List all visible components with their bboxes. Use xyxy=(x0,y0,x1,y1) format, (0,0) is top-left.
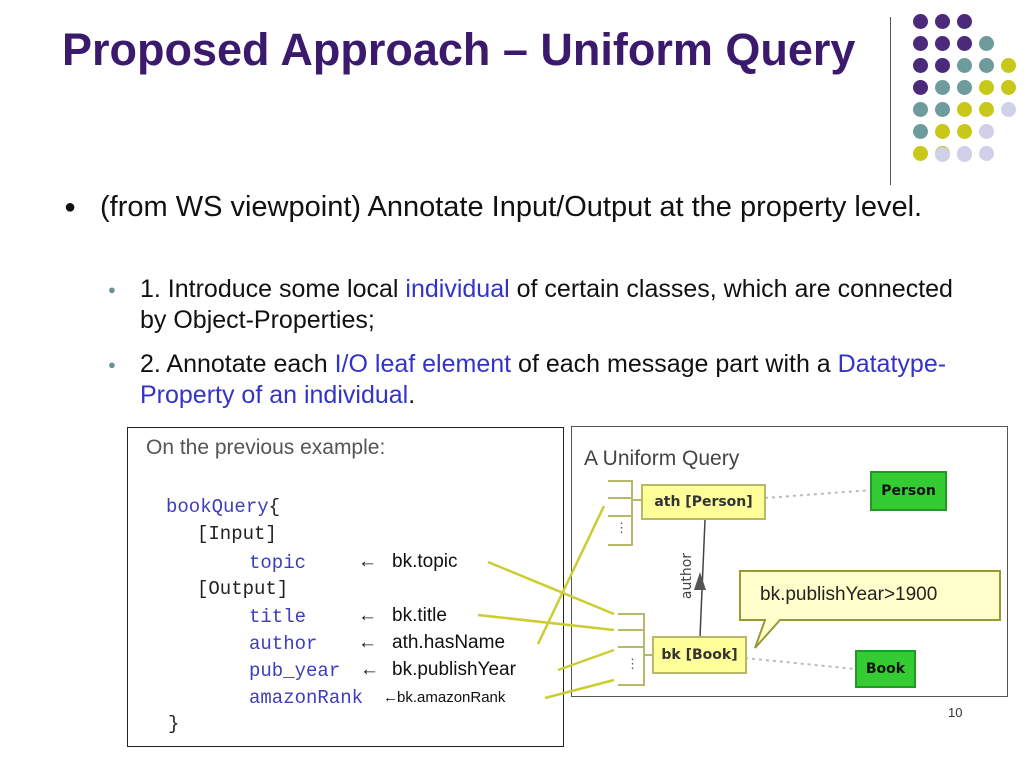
title-divider xyxy=(890,17,891,185)
dot xyxy=(979,58,994,73)
close-brace: } xyxy=(168,713,180,735)
mapping-connectors xyxy=(477,505,615,700)
author-edge xyxy=(699,519,706,638)
dot xyxy=(957,102,972,117)
field-arrow-icon: ← xyxy=(358,632,377,653)
dot xyxy=(979,80,994,95)
ath-property-brackets xyxy=(608,480,644,546)
dot xyxy=(1001,102,1016,117)
bk-more-icon: ⋮ xyxy=(626,656,639,671)
dot xyxy=(1001,58,1016,73)
sub1-text-end: of certain classes, which are connected … xyxy=(140,275,953,334)
field-arrow-icon: ← xyxy=(383,689,398,706)
bullet-dot-icon: ● xyxy=(108,282,116,297)
connector-amazonrank xyxy=(544,678,615,700)
bullet-dot-icon: ● xyxy=(64,196,77,218)
query-name: bookQuery{ xyxy=(166,496,280,518)
input-label: [Input] xyxy=(197,523,277,545)
field-mapping: bk.topic xyxy=(392,551,458,572)
dot xyxy=(913,36,928,51)
open-brace: { xyxy=(268,496,281,518)
field-name: topic xyxy=(249,552,307,574)
callout-text: bk.publishYear>1900 xyxy=(760,584,938,605)
uniform-query-heading: A Uniform Query xyxy=(584,447,740,470)
dot xyxy=(913,14,928,29)
dot xyxy=(957,36,972,51)
edge-label-author: author xyxy=(679,552,696,600)
sub2-highlight-datatype: Datatype-Property of an individual xyxy=(140,350,947,409)
type-link-person xyxy=(764,489,873,499)
dot xyxy=(979,102,994,117)
field-mapping: bk.amazonRank xyxy=(397,689,506,706)
dot xyxy=(935,58,950,73)
dot xyxy=(957,124,972,139)
connector-topic xyxy=(487,560,615,616)
class-book[interactable]: Book xyxy=(855,650,916,688)
sub2-text-end: . xyxy=(408,381,416,409)
sub2-highlight-io: I/O leaf element xyxy=(334,350,512,378)
sub1-text: 1. Introduce some local xyxy=(140,275,406,303)
dot xyxy=(957,80,972,95)
sub-bullet-1: ● 1. Introduce some local individual of … xyxy=(108,274,970,336)
field-mapping: ath.hasName xyxy=(392,632,506,653)
field-name: author xyxy=(249,633,318,655)
dot xyxy=(979,36,994,51)
field-name: pub_year xyxy=(249,660,341,682)
node-bk-book[interactable]: bk [Book] xyxy=(652,636,747,674)
type-link-book xyxy=(744,657,856,670)
output-label: [Output] xyxy=(197,578,289,600)
dot xyxy=(957,14,972,29)
dot xyxy=(913,124,928,139)
bullet-dot-icon: ● xyxy=(108,357,116,372)
example-heading: On the previous example: xyxy=(146,436,386,459)
field-arrow-icon: ← xyxy=(358,551,377,572)
dot xyxy=(913,58,928,73)
page-number: 10 xyxy=(948,705,963,720)
dot xyxy=(979,124,994,139)
decorative-dot-grid xyxy=(906,14,1016,164)
author-edge-arrow-icon xyxy=(694,572,706,590)
query-name-text: bookQuery xyxy=(166,496,269,518)
sub1-highlight: individual xyxy=(405,275,510,303)
dot xyxy=(935,14,950,29)
connector-pubyear xyxy=(557,648,615,672)
dot xyxy=(1001,80,1016,95)
dot xyxy=(957,147,972,162)
dot xyxy=(935,102,950,117)
bk-property-brackets xyxy=(618,613,652,686)
field-arrow-icon: ← xyxy=(358,605,377,626)
field-arrow-icon: ← xyxy=(360,659,379,680)
slide-title: Proposed Approach – Uniform Query xyxy=(62,24,856,75)
field-mapping: bk.publishYear xyxy=(392,659,516,680)
dot xyxy=(913,80,928,95)
dot xyxy=(935,36,950,51)
dot-row-bottom xyxy=(935,147,995,162)
dot xyxy=(913,102,928,117)
sub2-text: 2. Annotate each xyxy=(140,350,335,378)
ath-more-icon: ⋮ xyxy=(615,520,628,535)
sub2-text-mid: of each message part with a xyxy=(511,350,838,378)
field-mapping: bk.title xyxy=(392,605,447,626)
field-name: title xyxy=(249,606,307,628)
dot xyxy=(913,146,928,161)
dot xyxy=(935,147,950,162)
connector-author xyxy=(536,505,606,645)
dot xyxy=(957,58,972,73)
sub-bullet-2: ● 2. Annotate each I/O leaf element of e… xyxy=(108,349,970,411)
connector-title xyxy=(477,613,615,632)
dot xyxy=(979,146,994,161)
callout-bubble xyxy=(739,570,1001,649)
dot xyxy=(935,124,950,139)
field-name: amazonRank xyxy=(249,687,364,709)
example-box: On the previous example: xyxy=(127,427,564,747)
bullet-main: ● (from WS viewpoint) Annotate Input/Out… xyxy=(64,190,930,224)
dot xyxy=(935,80,950,95)
class-person[interactable]: Person xyxy=(870,471,947,511)
node-ath-person[interactable]: ath [Person] xyxy=(641,484,766,520)
bullet-main-text: (from WS viewpoint) Annotate Input/Outpu… xyxy=(100,191,923,223)
